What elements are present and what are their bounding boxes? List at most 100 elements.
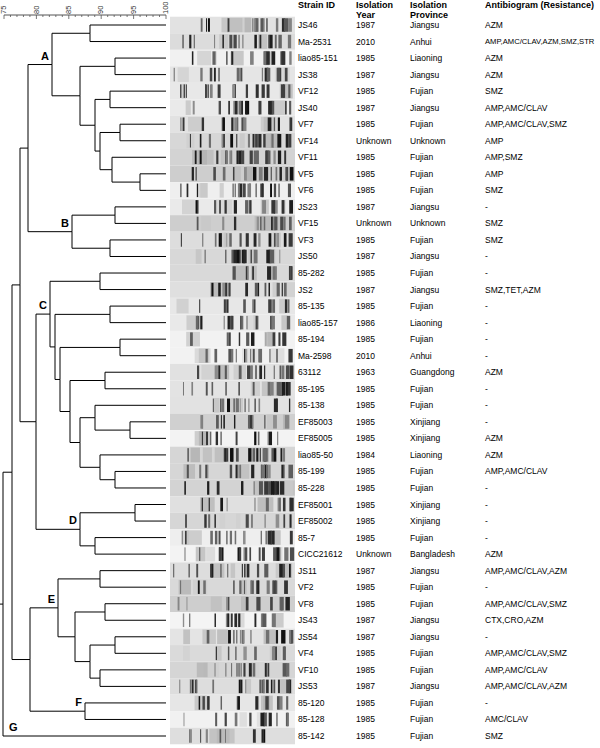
ruler-tick	[68, 15, 69, 19]
gel-band	[178, 597, 180, 611]
dendrogram-branch	[95, 538, 166, 546]
gel-band	[277, 68, 281, 82]
table-cell: AZM	[485, 449, 503, 461]
gel-band	[225, 382, 226, 396]
gel-band	[266, 680, 269, 694]
gel-band	[198, 580, 200, 594]
table-cell: 1985	[356, 85, 375, 97]
gel-band	[287, 713, 289, 727]
gel-band	[230, 448, 233, 462]
dendrogram-branch	[95, 99, 110, 125]
gel-band	[245, 399, 246, 413]
gel-lane	[170, 215, 295, 232]
dendrogram-branch	[110, 314, 166, 322]
table-cell: 1985	[356, 532, 375, 544]
gel-band	[227, 613, 229, 627]
table-cell: Ma-2531	[298, 36, 332, 48]
gel-band	[229, 332, 230, 346]
gel-smear	[261, 200, 269, 215]
table-cell: Jiangsu	[410, 250, 439, 262]
gel-band	[266, 663, 268, 677]
gel-smear	[270, 348, 284, 363]
gel-lane	[170, 248, 295, 265]
table-cell: JS43	[298, 614, 317, 626]
dendrogram-branch	[110, 240, 166, 248]
dendrogram-branch	[60, 379, 70, 411]
cluster-letter: E	[48, 594, 55, 605]
gel-band	[197, 184, 198, 198]
gel-band	[266, 630, 269, 644]
gel-band	[242, 630, 244, 644]
gel-band	[267, 580, 270, 594]
gel-smear	[283, 415, 289, 430]
table-cell: JS46	[298, 19, 317, 31]
table-cell: 1985	[356, 383, 375, 395]
dendrogram-branch	[120, 124, 166, 132]
gel-band	[187, 465, 189, 479]
gel-band	[204, 514, 206, 528]
gel-smear	[217, 630, 228, 645]
gel-band	[224, 448, 227, 462]
gel-band	[250, 151, 253, 165]
table-cell: 1987	[356, 284, 375, 296]
gel-band	[273, 151, 275, 165]
gel-smear	[217, 729, 230, 744]
table-cell: -	[485, 581, 488, 593]
table-cell: SMZ	[485, 184, 503, 196]
gel-band	[207, 481, 209, 495]
dendrogram	[0, 25, 166, 736]
dendrogram-branch	[105, 372, 166, 380]
gel-smear	[200, 696, 206, 711]
gel-band	[251, 580, 254, 594]
table-cell: -	[485, 317, 488, 329]
table-cell: Fujian	[410, 399, 433, 411]
table-cell: 1987	[356, 680, 375, 692]
gel-band	[290, 531, 293, 545]
gel-band	[268, 432, 269, 446]
table-cell: VF12	[298, 85, 318, 97]
gel-band	[244, 580, 245, 594]
gel-band	[278, 332, 280, 346]
gel-band	[239, 547, 241, 561]
table-cell: Fujian	[410, 168, 433, 180]
gel-band	[240, 465, 242, 479]
gel-smear	[201, 183, 208, 198]
gel-band	[231, 117, 233, 131]
gel-band	[199, 465, 201, 479]
gel-smear	[258, 497, 274, 512]
gel-band	[238, 613, 240, 627]
gel-band	[197, 217, 199, 231]
gel-band	[225, 663, 227, 677]
gel-smear	[177, 299, 189, 314]
gel-smear	[258, 34, 267, 49]
dendrogram-branch	[28, 148, 72, 232]
gel-band	[206, 382, 208, 396]
gel-band	[233, 35, 236, 49]
gel-band	[244, 547, 245, 561]
gel-band	[274, 117, 275, 131]
table-cell: 85-228	[298, 482, 324, 494]
gel-band	[217, 481, 220, 495]
gel-band	[252, 266, 254, 280]
gel-smear	[221, 150, 226, 165]
dendrogram-branch	[30, 660, 85, 712]
gel-band	[199, 547, 200, 561]
gel-smear	[187, 530, 202, 545]
gel-band	[210, 84, 212, 98]
gel-band	[214, 663, 216, 677]
gel-band	[285, 415, 289, 429]
gel-smear	[193, 580, 207, 595]
gel-band	[226, 613, 229, 627]
gel-band	[183, 613, 184, 627]
gel-band	[288, 465, 293, 479]
dendrogram-branch	[72, 232, 110, 249]
dendrogram-branch	[100, 678, 166, 686]
gel-band	[283, 498, 286, 512]
gel-smear	[195, 696, 207, 711]
gel-band	[212, 680, 214, 694]
gel-lane	[170, 166, 295, 183]
gel-band	[195, 200, 197, 214]
ruler-tick	[42, 15, 43, 17]
gel-band	[243, 117, 246, 131]
gel-band	[218, 68, 219, 82]
